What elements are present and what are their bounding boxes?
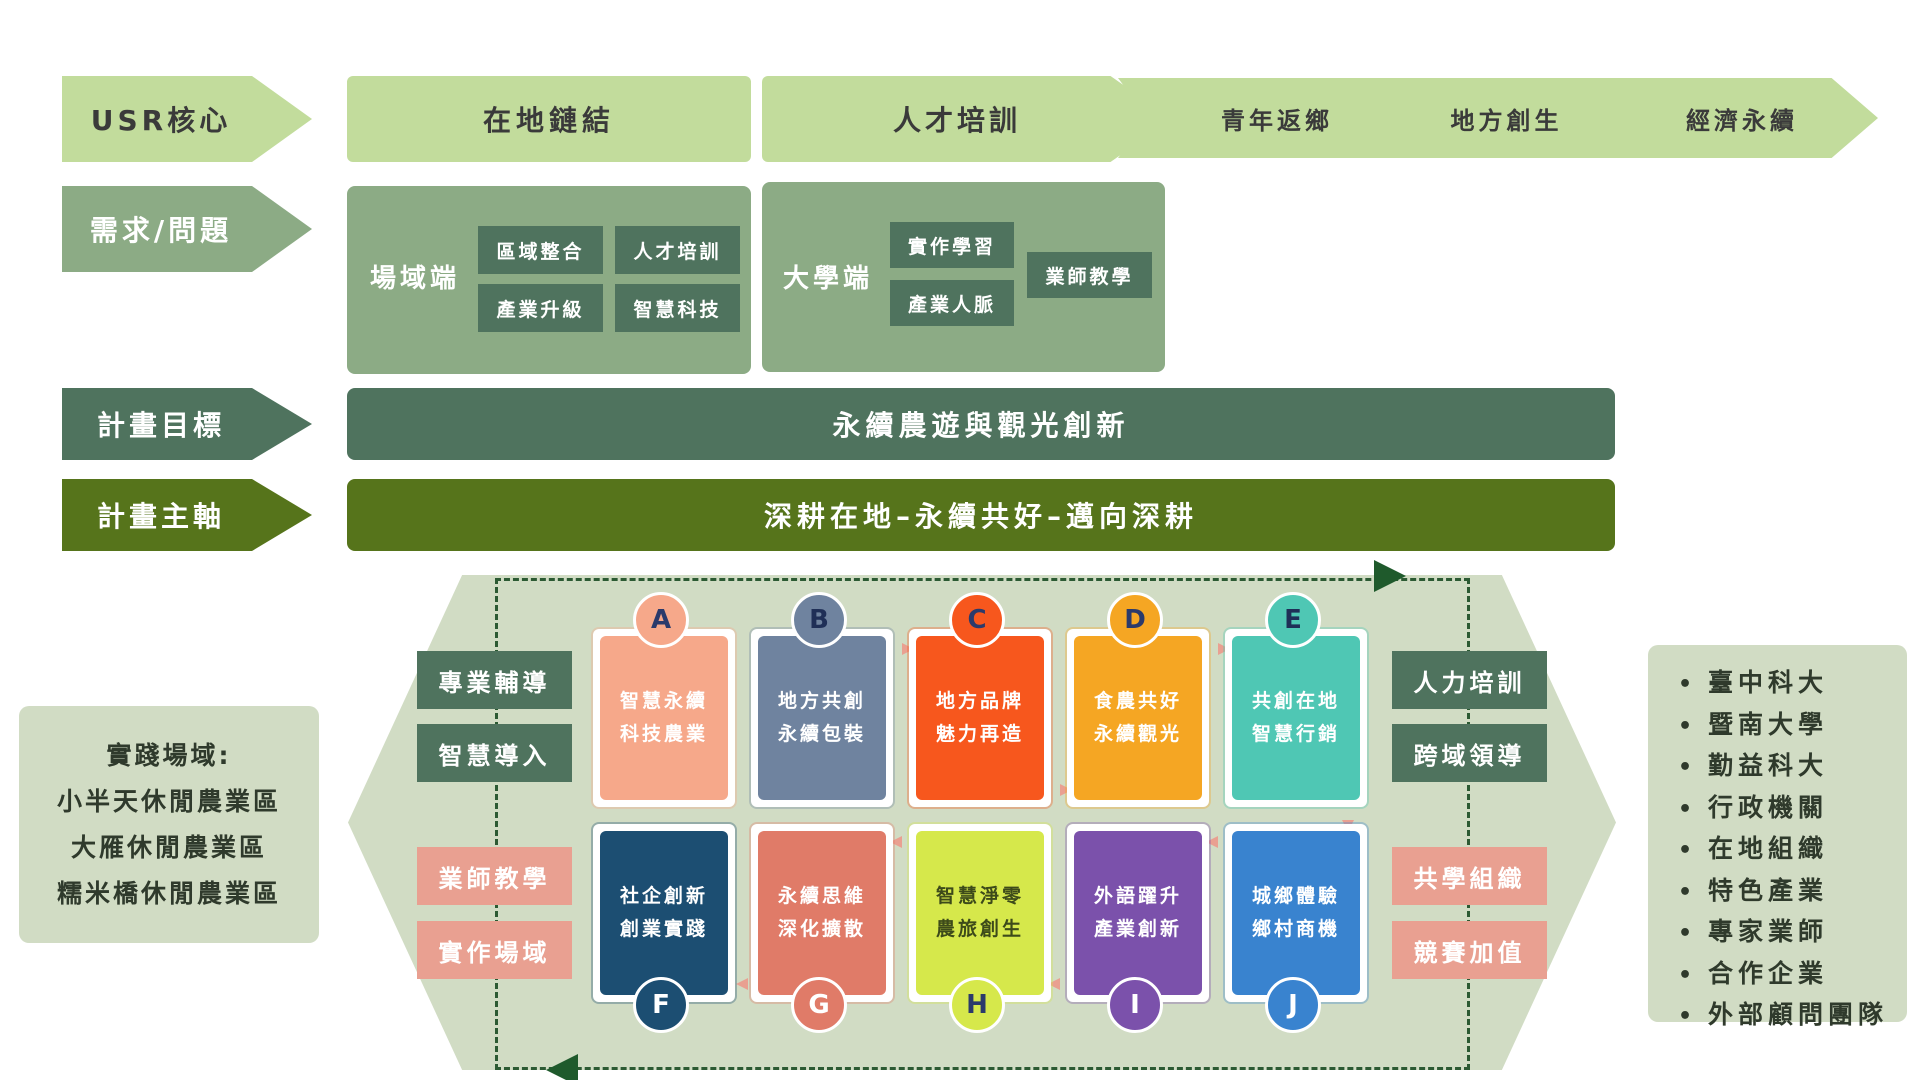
- practice-field-box: 實踐場域: 小半天休閒農業區 大雁休閒農業區 糯米橋休閒農業區: [19, 706, 319, 943]
- module-letter-b: B: [791, 592, 847, 648]
- module-card-c: 地方品牌魅力再造: [909, 629, 1051, 807]
- module-letter-f: F: [633, 977, 689, 1033]
- row-tag-needs: 需求/問題: [62, 186, 312, 272]
- module-text: 智慧淨零農旅創生: [935, 885, 1024, 940]
- right-label-manpower-training: 人力培訓: [1392, 651, 1547, 709]
- module-card-b: 地方共創永續包裝: [751, 629, 893, 807]
- practice-site: 糯米橋休閒農業區: [56, 878, 281, 908]
- goal-bar: 永續農遊與觀光創新: [347, 388, 1615, 460]
- right-label-colearning: 共學組織: [1392, 847, 1547, 905]
- needs-chip: 實作學習: [890, 222, 1014, 268]
- core-step-economic-sustainability: 經濟永續: [1588, 78, 1878, 158]
- partner-item: 暨南大學: [1678, 705, 1907, 747]
- partner-item: 專家業師: [1678, 912, 1907, 954]
- module-text: 社企創新創業實踐: [619, 885, 708, 940]
- module-text: 共創在地智慧行銷: [1251, 690, 1340, 745]
- module-card-a: 智慧永續科技農業: [593, 629, 735, 807]
- needs-chip: 產業升級: [478, 284, 603, 332]
- partner-list-box: 臺中科大 暨南大學 勤益科大 行政機關 在地組織 特色產業 專家業師 合作企業 …: [1648, 645, 1907, 1029]
- module-text: 外語躍升產業創新: [1093, 885, 1182, 940]
- module-letter-j: J: [1265, 977, 1321, 1033]
- partner-item: 行政機關: [1678, 788, 1907, 830]
- cycle-dashed-frame: [495, 578, 1470, 1070]
- partner-item: 臺中科大: [1678, 663, 1907, 705]
- needs-chip: 產業人脈: [890, 280, 1014, 326]
- module-letter-h: H: [949, 977, 1005, 1033]
- needs-chip: 智慧科技: [615, 284, 740, 332]
- module-text: 永續思維深化擴散: [777, 885, 866, 940]
- partner-item: 勤益科大: [1678, 746, 1907, 788]
- module-letter-i: I: [1107, 977, 1163, 1033]
- needs-university-label: 大學端: [782, 263, 873, 294]
- module-card-g: 永續思維深化擴散: [751, 824, 893, 1002]
- module-card-i: 外語躍升產業創新: [1067, 824, 1209, 1002]
- row-tag-axis: 計畫主軸: [62, 479, 312, 551]
- partner-item: 在地組織: [1678, 829, 1907, 871]
- partner-item: 合作企業: [1678, 954, 1907, 996]
- module-text: 智慧永續科技農業: [619, 690, 708, 745]
- needs-field-label: 場域端: [369, 263, 460, 294]
- module-letter-a: A: [633, 592, 689, 648]
- partner-item: 外部顧問團隊: [1678, 995, 1907, 1037]
- needs-chip: 人才培訓: [615, 226, 740, 274]
- module-letter-d: D: [1107, 592, 1163, 648]
- partner-item: 特色產業: [1678, 871, 1907, 913]
- left-label-practice-field: 實作場域: [417, 921, 572, 979]
- module-text: 地方品牌魅力再造: [935, 690, 1024, 745]
- core-link-box: 在地鏈結: [347, 76, 751, 162]
- practice-site: 小半天休閒農業區: [56, 786, 281, 816]
- module-card-f: 社企創新創業實踐: [593, 824, 735, 1002]
- core-step-talent: 人才培訓: [762, 76, 1172, 162]
- needs-chip: 區域整合: [478, 226, 603, 274]
- axis-bar: 深耕在地–永續共好–邁向深耕: [347, 479, 1615, 551]
- module-letter-e: E: [1265, 592, 1321, 648]
- right-label-cross-domain: 跨域領導: [1392, 724, 1547, 782]
- module-card-e: 共創在地智慧行銷: [1225, 629, 1367, 807]
- module-card-j: 城鄉體驗鄉村商機: [1225, 824, 1367, 1002]
- needs-field-panel: 場域端 區域整合 人才培訓 產業升級 智慧科技: [347, 186, 751, 374]
- module-letter-c: C: [949, 592, 1005, 648]
- row-tag-usr-core: USR核心: [62, 76, 312, 162]
- left-label-mentor-teaching: 業師教學: [417, 847, 572, 905]
- practice-site: 大雁休閒農業區: [70, 832, 267, 862]
- practice-title: 實踐場域:: [106, 740, 232, 770]
- module-card-d: 食農共好永續觀光: [1067, 629, 1209, 807]
- row-tag-goal: 計畫目標: [62, 388, 312, 460]
- left-label-smart-introduction: 智慧導入: [417, 724, 572, 782]
- core-step-regional-revitalization: 地方創生: [1352, 78, 1643, 158]
- left-label-professional-guidance: 專業輔導: [417, 651, 572, 709]
- needs-university-panel: 大學端 實作學習 產業人脈 業師教學: [762, 182, 1165, 372]
- module-letter-g: G: [791, 977, 847, 1033]
- right-label-competition: 競賽加值: [1392, 921, 1547, 979]
- module-card-h: 智慧淨零農旅創生: [909, 824, 1051, 1002]
- module-text: 食農共好永續觀光: [1093, 690, 1182, 745]
- needs-chip: 業師教學: [1027, 252, 1152, 298]
- module-text: 地方共創永續包裝: [777, 690, 866, 745]
- module-text: 城鄉體驗鄉村商機: [1251, 885, 1340, 940]
